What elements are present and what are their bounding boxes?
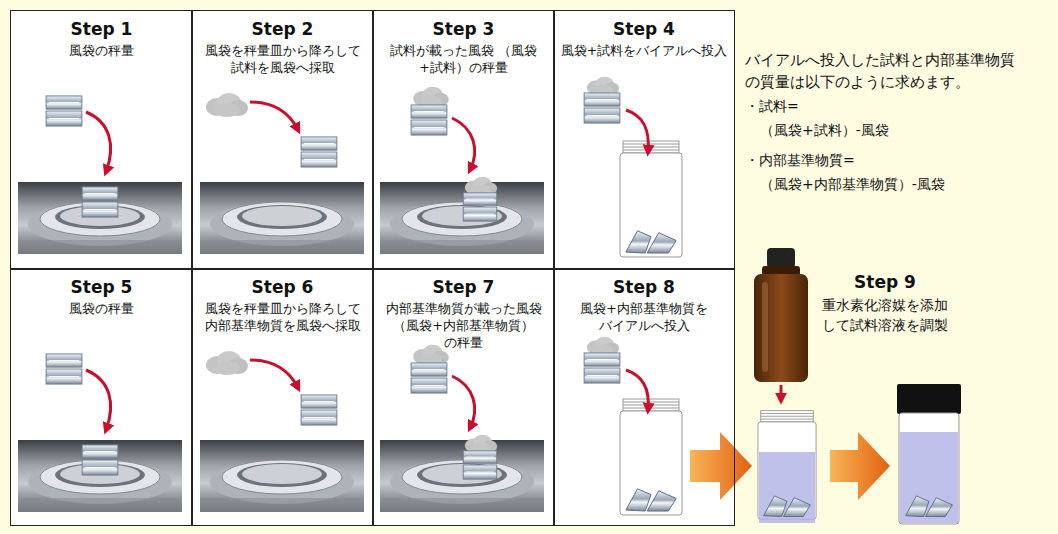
step-heading: Step 1 [11,18,192,40]
step-description: 風袋の秤量 [16,43,187,60]
step-description: 内部基準物質が載った風袋 （風袋+内部基準物質）の秤量 [378,301,549,352]
step-panel: Step 3 試料が載った風袋 （風袋+試料）の秤量 [372,10,555,270]
step3-figure [380,87,544,254]
step-heading: Step 3 [373,18,554,40]
formula-text: （風袋+内部基準物質）-風袋 [760,174,1045,194]
formula-term: ・内部基準物質= [745,150,1045,170]
step-panel: Step 2 風袋を秤量皿から降ろして 試料を風袋へ採取 [191,10,374,270]
step-heading: Step 6 [192,276,373,298]
flow-arrow [830,432,890,500]
step-heading: Step 9 [815,270,955,295]
step-description: 風袋を秤量皿から降ろして 内部基準物質を風袋へ採取 [197,301,368,335]
step-description: 風袋+内部基準物質を バイアルへ投入 [559,301,729,335]
step-panel: Step 1 風袋の秤量 [10,10,193,270]
step4-figure [584,77,682,257]
open-vial [758,411,816,523]
pour-arrow [780,385,783,400]
step-description: 試料が載った風袋 （風袋+試料）の秤量 [378,43,549,77]
step-heading: Step 8 [554,276,734,298]
step-panel: Step 6 風袋を秤量皿から降ろして 内部基準物質を風袋へ採取 [191,268,374,526]
step-heading: Step 5 [11,276,192,298]
step-heading: Step 4 [554,18,734,40]
step7-figure [380,345,544,512]
step8-figure [584,337,682,515]
formula-term: ・試料= [745,96,1045,116]
step-description: 風袋を秤量皿から降ろして 試料を風袋へ採取 [197,43,368,77]
step-description: 重水素化溶媒を添加 して試料溶液を調製 [812,296,958,335]
step-panel: Step 7 内部基準物質が載った風袋 （風袋+内部基準物質）の秤量 [372,268,555,526]
flow-arrow [690,432,752,500]
capped-vial [897,384,961,524]
step-panel: Step 4 風袋+試料をバイアルへ投入 [553,10,735,270]
formula-text: （風袋+試料）-風袋 [760,120,1045,140]
step-description: 風袋の秤量 [16,301,187,318]
step6-figure [200,351,364,512]
step5-figure [18,354,182,512]
solvent-bottle [754,248,808,382]
step1-figure [18,96,182,254]
step-heading: Step 2 [192,18,373,40]
step-heading: Step 7 [373,276,554,298]
note-text: バイアルへ投入した試料と内部基準物質 の質量は以下のように求めます。 [745,50,1050,94]
step-description: 風袋+試料をバイアルへ投入 [559,43,729,60]
step-grid-ground [10,10,735,526]
step-panel: Step 8 風袋+内部基準物質を バイアルへ投入 [553,268,735,526]
step2-figure [200,93,364,254]
step-panel: Step 5 風袋の秤量 [10,268,193,526]
